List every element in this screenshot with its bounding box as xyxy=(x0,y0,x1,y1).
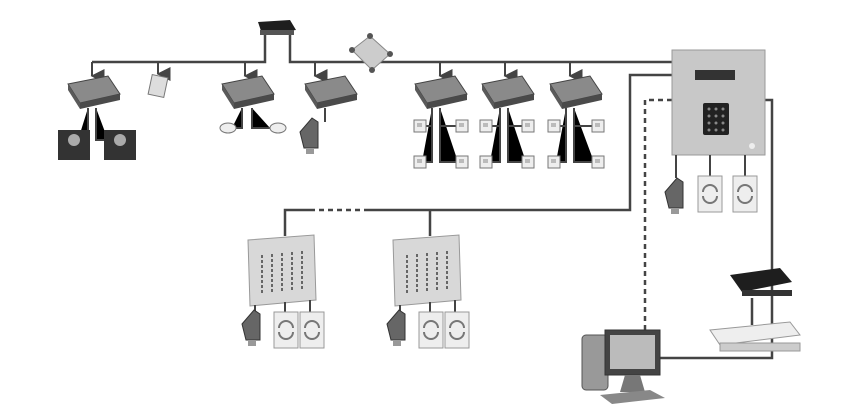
keypad-icon xyxy=(703,103,729,135)
sounder-icon xyxy=(299,311,325,349)
gateway-icon xyxy=(104,130,136,160)
controller-icon xyxy=(481,75,535,110)
controller-icon xyxy=(67,75,121,110)
speaker-icon xyxy=(664,177,684,215)
sounder-icon xyxy=(273,311,299,349)
sensor-icon xyxy=(219,122,237,134)
gateway-icon xyxy=(58,130,90,160)
controller-icon xyxy=(221,75,275,110)
sensor-group xyxy=(422,108,594,163)
sensor-icon xyxy=(147,73,169,99)
sensor-icon xyxy=(269,122,287,134)
controller-icon xyxy=(304,75,358,110)
computer-icon xyxy=(581,329,665,404)
router-icon xyxy=(258,20,296,35)
sounder-icon xyxy=(732,175,758,213)
speaker-icon xyxy=(299,117,319,155)
main-panel-icon xyxy=(671,49,766,156)
network-switch-icon xyxy=(709,321,801,352)
wiring xyxy=(90,35,774,362)
sub-panel-icon xyxy=(247,234,317,307)
junction-box-icon xyxy=(349,33,393,73)
sub-panel-icon xyxy=(392,234,462,307)
display-icon xyxy=(695,70,735,80)
controller-icon xyxy=(414,75,468,110)
speaker-icon xyxy=(241,309,261,347)
gateway-icon xyxy=(730,268,792,296)
controller-icon xyxy=(549,75,603,110)
sounder-icon xyxy=(444,311,470,349)
sounder-icon xyxy=(697,175,723,213)
sounder-icon xyxy=(418,311,444,349)
speaker-icon xyxy=(386,309,406,347)
